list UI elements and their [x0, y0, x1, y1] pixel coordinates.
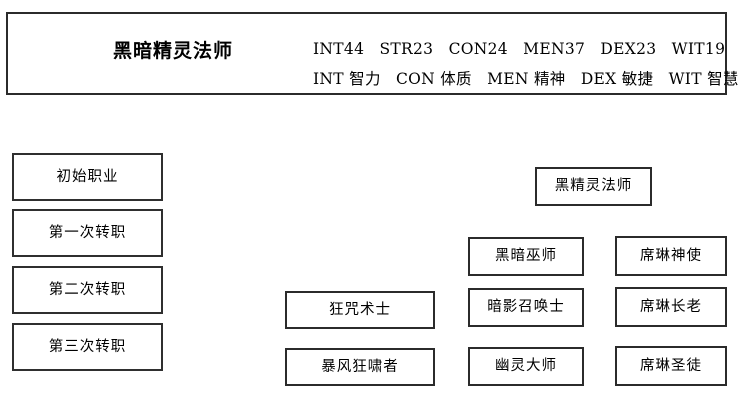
class-node-phantom-master[interactable]: 幽灵大师 [468, 347, 584, 386]
stat-value-dex: DEX23 [600, 40, 657, 58]
stat-value-str: STR23 [379, 40, 434, 58]
class-node-label: 黑暗巫师 [495, 248, 557, 265]
class-node-dark-wizard[interactable]: 黑暗巫师 [468, 237, 584, 276]
class-node-label: 幽灵大师 [495, 358, 557, 375]
class-node-label: 席琳长老 [640, 298, 702, 315]
stat-legend-int: INT 智力 [313, 70, 381, 88]
stage-label-second-change: 第二次转职 [12, 266, 163, 314]
class-node-label: 暴风狂啸者 [321, 358, 399, 375]
class-node-label: 狂咒术士 [329, 301, 391, 318]
stage-label-text: 第三次转职 [48, 338, 127, 355]
stage-label-initial: 初始职业 [12, 153, 163, 201]
class-node-shillien-oracle[interactable]: 席琳神使 [615, 236, 727, 276]
stat-value-con: CON24 [448, 40, 508, 58]
class-node-shadow-summoner[interactable]: 暗影召唤士 [468, 288, 584, 327]
stats-legend-row: INT 智力 CON 体质 MEN 精神 DEX 敏捷 WIT 智慧 [308, 64, 738, 94]
stat-value-men: MEN37 [523, 40, 586, 58]
page-title: 黑暗精灵法师 [112, 40, 233, 62]
stat-value-wit: WIT19 [671, 40, 726, 58]
character-summary-panel: 黑暗精灵法师 INT44 STR23 CON24 MEN37 DEX23 WIT… [6, 12, 738, 95]
stat-value-int: INT44 [313, 40, 365, 58]
stat-legend-wit: WIT 智慧 [668, 70, 739, 88]
class-node-spellhowler[interactable]: 狂咒术士 [285, 291, 435, 329]
class-node-label: 席琳神使 [640, 247, 702, 264]
stats-block: INT44 STR23 CON24 MEN37 DEX23 WIT19 INT … [308, 34, 738, 94]
stage-label-text: 第一次转职 [48, 224, 127, 241]
stat-legend-con: CON 体质 [396, 70, 472, 88]
stage-label-text: 第二次转职 [48, 281, 127, 298]
class-node-shillien-elder[interactable]: 席琳长老 [615, 287, 727, 327]
class-node-storm-screamer[interactable]: 暴风狂啸者 [285, 348, 435, 386]
class-node-shillien-saint[interactable]: 席琳圣徒 [615, 346, 727, 386]
stat-legend-dex: DEX 敏捷 [580, 70, 654, 88]
stats-values-row: INT44 STR23 CON24 MEN37 DEX23 WIT19 [308, 34, 725, 64]
stat-legend-men: MEN 精神 [487, 70, 566, 88]
class-node-label: 暗影召唤士 [487, 299, 565, 316]
stage-label-first-change: 第一次转职 [12, 209, 163, 257]
stage-label-text: 初始职业 [56, 168, 119, 185]
stage-label-third-change: 第三次转职 [12, 323, 163, 371]
class-node-black-elf-wizard[interactable]: 黑精灵法师 [535, 167, 652, 206]
class-node-label: 席琳圣徒 [640, 357, 702, 374]
class-node-label: 黑精灵法师 [554, 178, 633, 195]
